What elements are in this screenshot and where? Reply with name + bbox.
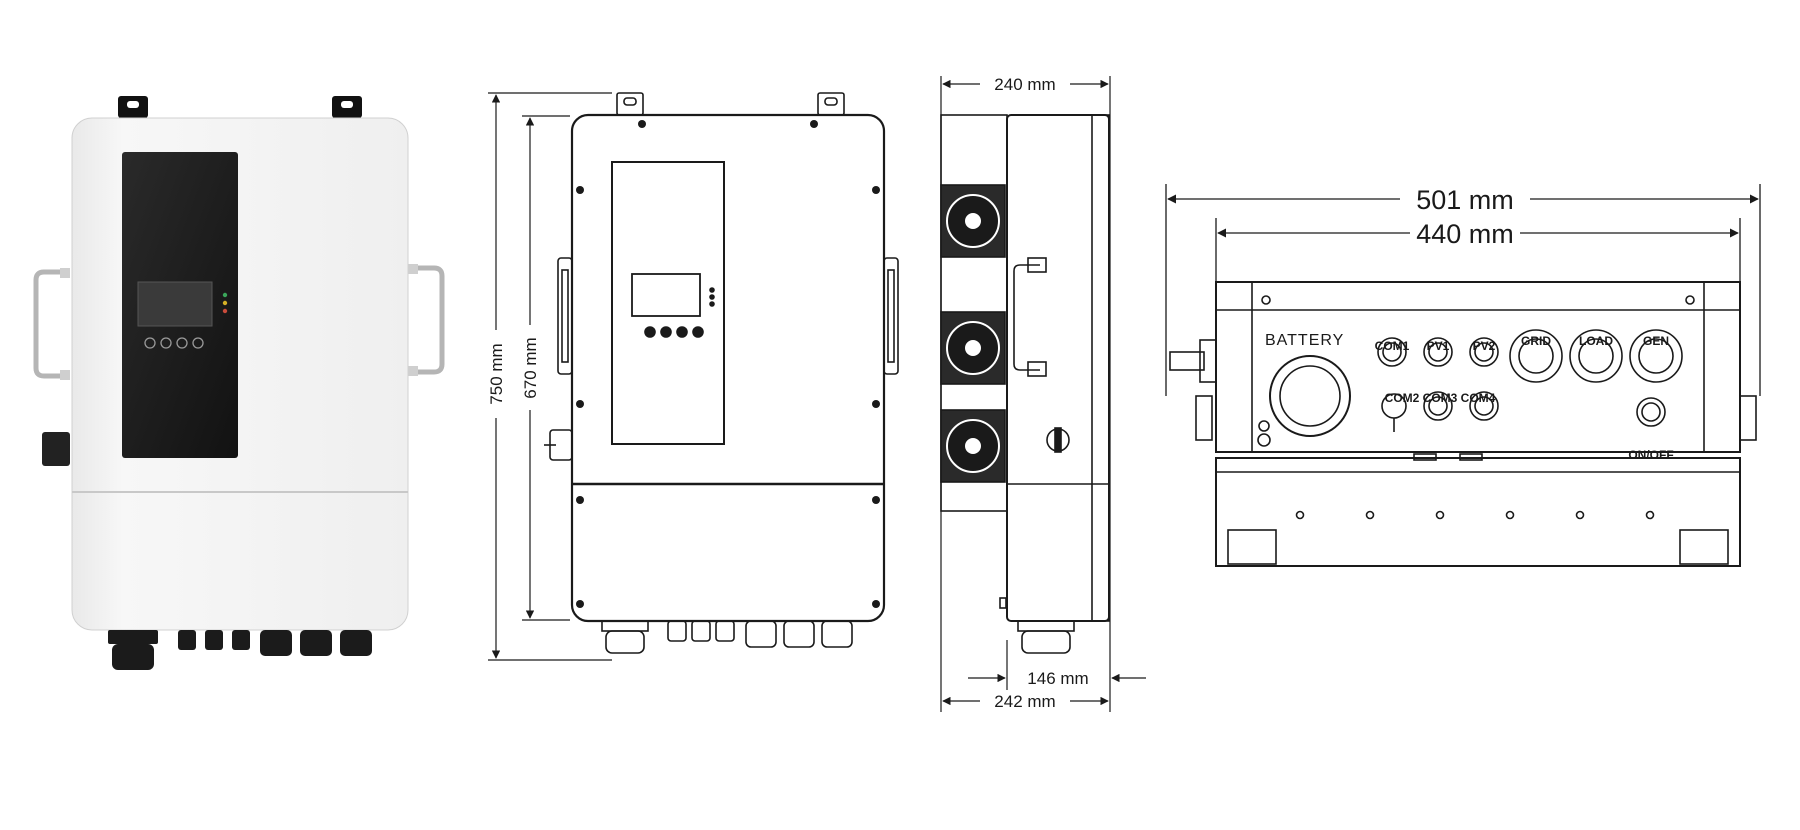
front-photo-view [33,96,445,670]
port-onoff-label: ON/OFF [1628,448,1673,462]
port-pv1-label: PV1 [1427,339,1450,353]
bottom-view [1169,281,1757,567]
cable-glands [108,630,372,670]
cooling-fans [940,184,1006,483]
port-com1-label: COM1 [1375,339,1410,353]
dim-height-body: 670 mm [521,337,540,398]
side-switch [42,432,70,466]
port-pv2-label: PV2 [1473,339,1496,353]
handle-left [33,269,70,379]
lcd-screen [137,281,213,327]
dim-width-body: 440 mm [1416,219,1514,249]
dim-width-total: 501 mm [1416,185,1514,215]
port-load-label: LOAD [1579,334,1613,348]
side-view [940,114,1110,654]
port-grid-label: GRID [1521,334,1551,348]
port-com-row-label: COM2 COM3 COM4 [1385,391,1496,405]
dim-depth-inner: 146 mm [1027,669,1088,688]
housing-outline [570,113,886,623]
front-line-view [544,92,899,654]
port-gen-label: GEN [1643,334,1669,348]
dim-depth-top: 240 mm [994,75,1055,94]
dim-depth-bottom: 242 mm [994,692,1055,711]
port-battery-label: BATTERY [1265,332,1344,349]
handle-right [408,265,445,375]
dim-height-total: 750 mm [487,343,506,404]
